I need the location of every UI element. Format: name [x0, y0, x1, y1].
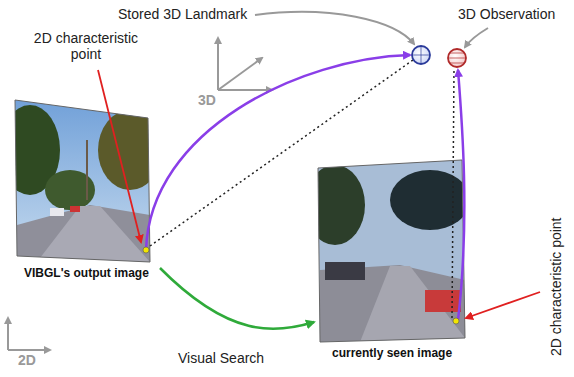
annotation-label: Stored 3D Landmark: [118, 6, 247, 22]
axes-2d: [8, 318, 50, 350]
image-caption: VIBGL's output image: [22, 266, 151, 280]
observation-sphere: [448, 49, 466, 67]
visual-search-arrow: [160, 268, 314, 329]
feature-dot: [453, 318, 459, 324]
photo-frame: [318, 160, 465, 342]
image-caption: currently seen image: [330, 346, 454, 360]
annotation-label: 3D Observation: [458, 6, 555, 22]
purple-curve: [146, 55, 410, 250]
pointer-arrow: [466, 292, 540, 318]
pointer-arrow: [255, 12, 414, 44]
image-node: currently seen image: [314, 162, 470, 362]
projection-line: [452, 68, 454, 318]
annotation-label: 2D characteristic point: [22, 30, 150, 62]
image-node: VIBGL's output image: [12, 96, 160, 282]
landmark-sphere: [412, 46, 430, 64]
feature-dot: [143, 247, 149, 253]
photo-frame: [15, 100, 150, 262]
photo-left: [0, 95, 162, 265]
photo-right: [305, 158, 470, 348]
pointer-arrow: [98, 70, 141, 242]
axes-3d: [218, 38, 272, 90]
annotation-label: 2D: [18, 352, 36, 368]
pointer-arrow: [465, 28, 488, 47]
annotation-label: 2D characteristic point: [548, 217, 564, 356]
annotation-label: Visual Search: [178, 350, 264, 366]
projection-line: [150, 60, 413, 246]
purple-curve: [458, 70, 464, 320]
annotation-label: 3D: [198, 92, 216, 108]
